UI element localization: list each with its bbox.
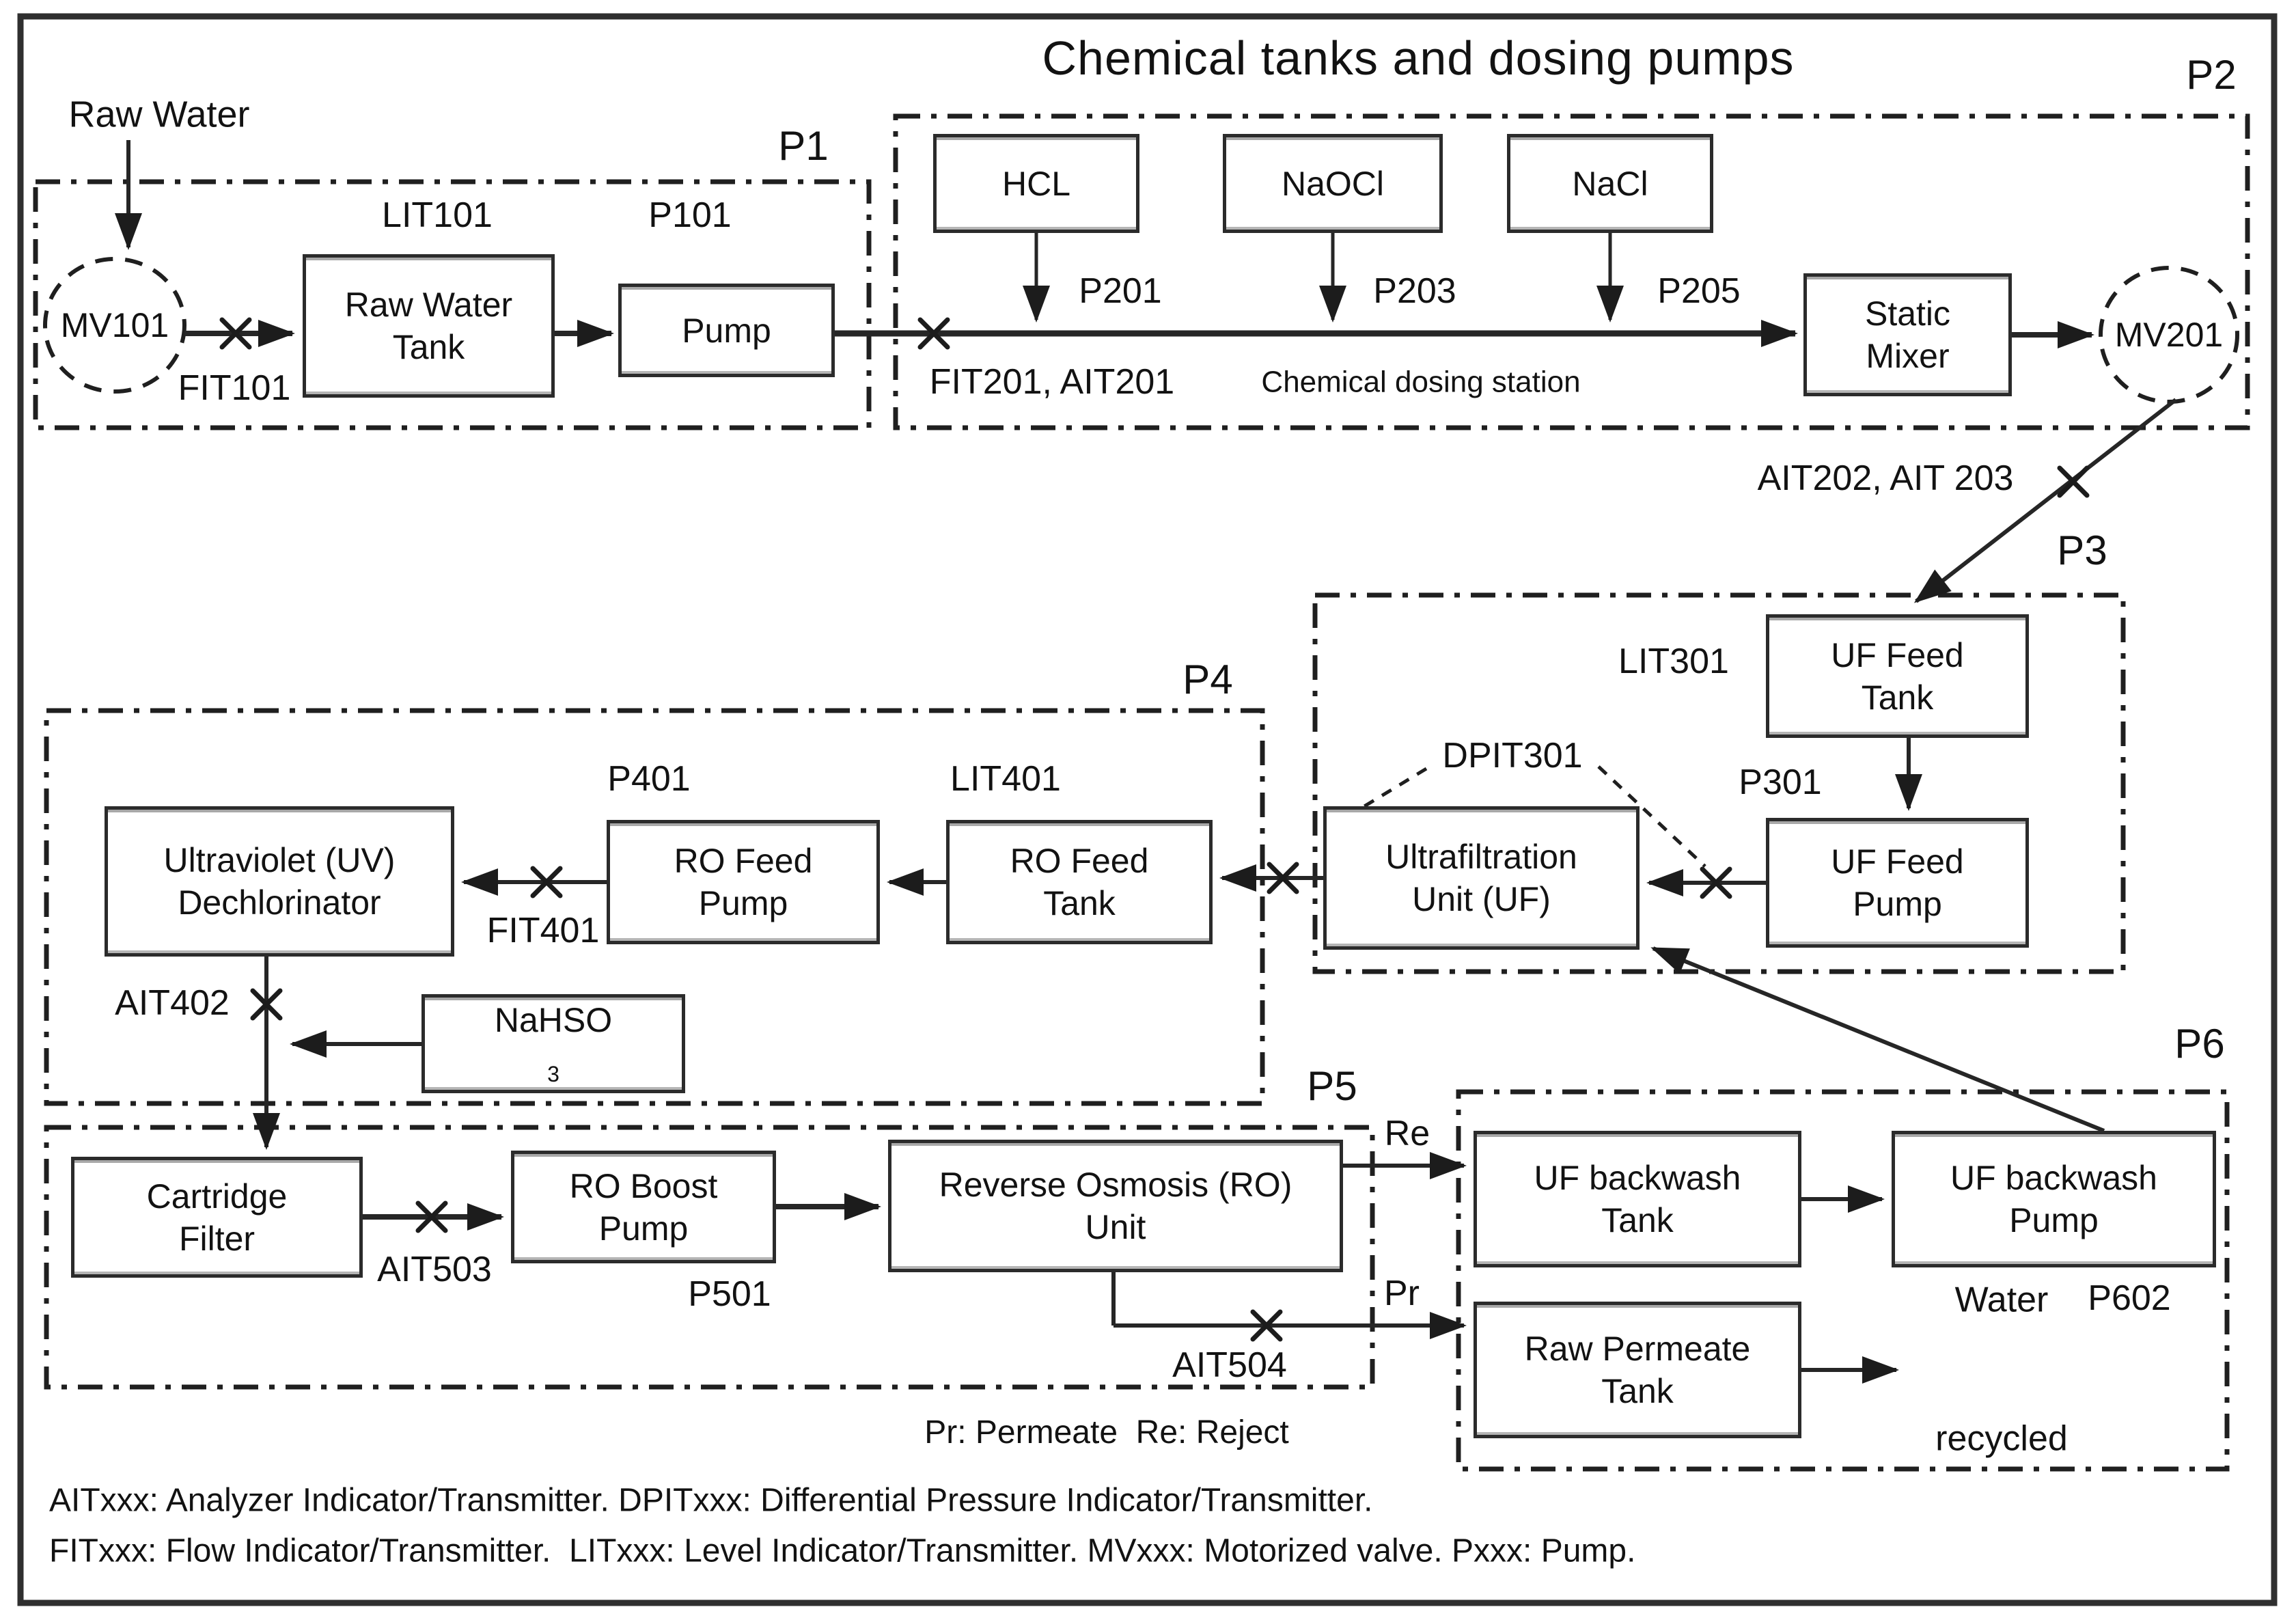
lit301-label: LIT301 (1618, 641, 1729, 681)
water-recycled-label: Water recycled (1935, 1280, 2068, 1459)
reverse-osmosis-unit-box: Reverse Osmosis (RO) Unit (888, 1140, 1343, 1272)
zone-label-p4: P4 (1182, 657, 1233, 702)
valve-x-ait503 (415, 1200, 448, 1233)
mv201-valve-circle (2099, 266, 2239, 404)
zone-p1-border (33, 179, 872, 430)
zone-label-p1: P1 (778, 123, 829, 169)
valve-x-ait504 (1250, 1309, 1283, 1342)
pump-p101-label: Pump (682, 311, 771, 350)
mv101-valve-circle (43, 257, 186, 394)
permeate-label: Pr (1384, 1273, 1420, 1313)
valve-x-ait202 (2057, 465, 2090, 498)
ait504-label: AIT504 (1172, 1345, 1287, 1385)
reject-label: Re (1384, 1113, 1430, 1153)
backwash-pump-to-uf-unit-line (1650, 946, 2105, 1133)
valve-x-dpit301 (1700, 866, 1732, 899)
ait402-label: AIT402 (115, 983, 230, 1023)
uf-backwash-pump-box: UF backwash Pump (1892, 1131, 2216, 1267)
ro-feed-pump-box: RO Feed Pump (607, 820, 880, 944)
p401-label: P401 (607, 758, 691, 799)
mv201-label: MV201 (2114, 316, 2224, 354)
mv101-label: MV101 (60, 306, 169, 344)
fit401-label: FIT401 (486, 910, 600, 950)
ultrafiltration-unit-box: Ultrafiltration Unit (UF) (1323, 806, 1640, 950)
p201-label: P201 (1079, 271, 1162, 311)
nacl-label: NaCl (1572, 164, 1648, 203)
valve-x-fit401 (530, 866, 563, 898)
hcl-tank-box: HCL (933, 134, 1139, 233)
valve-x-ait402 (250, 988, 283, 1021)
uf-feed-pump-box: UF Feed Pump (1766, 818, 2029, 948)
zone-label-p5: P5 (1307, 1063, 1357, 1109)
mv201-to-uf-feed-tank-line (1913, 398, 2177, 603)
naocl-label: NaOCl (1281, 164, 1385, 203)
fit201-ait201-label: FIT201, AIT201 (929, 361, 1175, 402)
diagram-title: Chemical tanks and dosing pumps (1042, 31, 1795, 85)
valve-x-fit101 (219, 317, 252, 350)
dpit301-label: DPIT301 (1442, 735, 1583, 775)
valve-x-fit201 (917, 317, 950, 350)
zone-p6-border (1456, 1089, 2230, 1472)
uv-dechlorinator-box: Ultraviolet (UV) Dechlorinator (105, 806, 454, 957)
ait503-label: AIT503 (377, 1249, 492, 1289)
p205-label: P205 (1657, 271, 1741, 311)
ro-boost-pump-box: RO Boost Pump (511, 1151, 776, 1263)
dpit301-leader-right (1597, 765, 1706, 868)
pump-p101-box: Pump (618, 284, 835, 377)
permeate-reject-note: Pr: Permeate Re: Reject (924, 1414, 1289, 1451)
lit101-label: LIT101 (382, 195, 493, 235)
legend-line-2: FITxxx: Flow Indicator/Transmitter. LITx… (49, 1533, 1636, 1569)
uf-feed-tank-box: UF Feed Tank (1766, 614, 2029, 738)
zone-p4-border (44, 708, 1265, 1106)
raw-water-inlet-label: Raw Water (68, 94, 250, 135)
p602-label: P602 (2088, 1278, 2171, 1318)
static-mixer-box: Static Mixer (1803, 273, 2012, 396)
nacl-tank-box: NaCl (1507, 134, 1713, 233)
legend-line-1: AITxxx: Analyzer Indicator/Transmitter. … (49, 1482, 1373, 1519)
cartridge-filter-box: Cartridge Filter (71, 1157, 363, 1278)
ait202-ait203-label: AIT202, AIT 203 (1757, 458, 2014, 498)
zone-p2-border (893, 113, 2250, 430)
hcl-label: HCL (1001, 164, 1071, 203)
raw-water-tank-label: Raw Water (344, 286, 513, 324)
p203-label: P203 (1373, 271, 1456, 311)
chemical-dosing-station-label: Chemical dosing station (1261, 365, 1581, 399)
p101-label: P101 (648, 195, 732, 235)
lit401-label: LIT401 (950, 758, 1061, 799)
p501-label: P501 (688, 1274, 771, 1314)
zone-label-p2: P2 (2186, 52, 2237, 98)
valve-x-p4-inlet (1267, 862, 1299, 894)
zone-label-p6: P6 (2174, 1021, 2225, 1067)
uf-backwash-tank-box: UF backwash Tank (1474, 1131, 1801, 1267)
raw-permeate-tank-box: Raw Permeate Tank (1474, 1302, 1801, 1438)
zone-label-p3: P3 (2057, 527, 2107, 573)
zone-p3-border (1312, 592, 2126, 974)
p301-label: P301 (1739, 762, 1822, 802)
raw-water-tank-box: Raw Water Tank (303, 254, 555, 398)
naocl-tank-box: NaOCl (1223, 134, 1443, 233)
ro-feed-tank-box: RO Feed Tank (946, 820, 1213, 944)
outer-border (17, 13, 2278, 1606)
fit101-label: FIT101 (178, 368, 291, 408)
zone-p5-border (44, 1125, 1375, 1390)
